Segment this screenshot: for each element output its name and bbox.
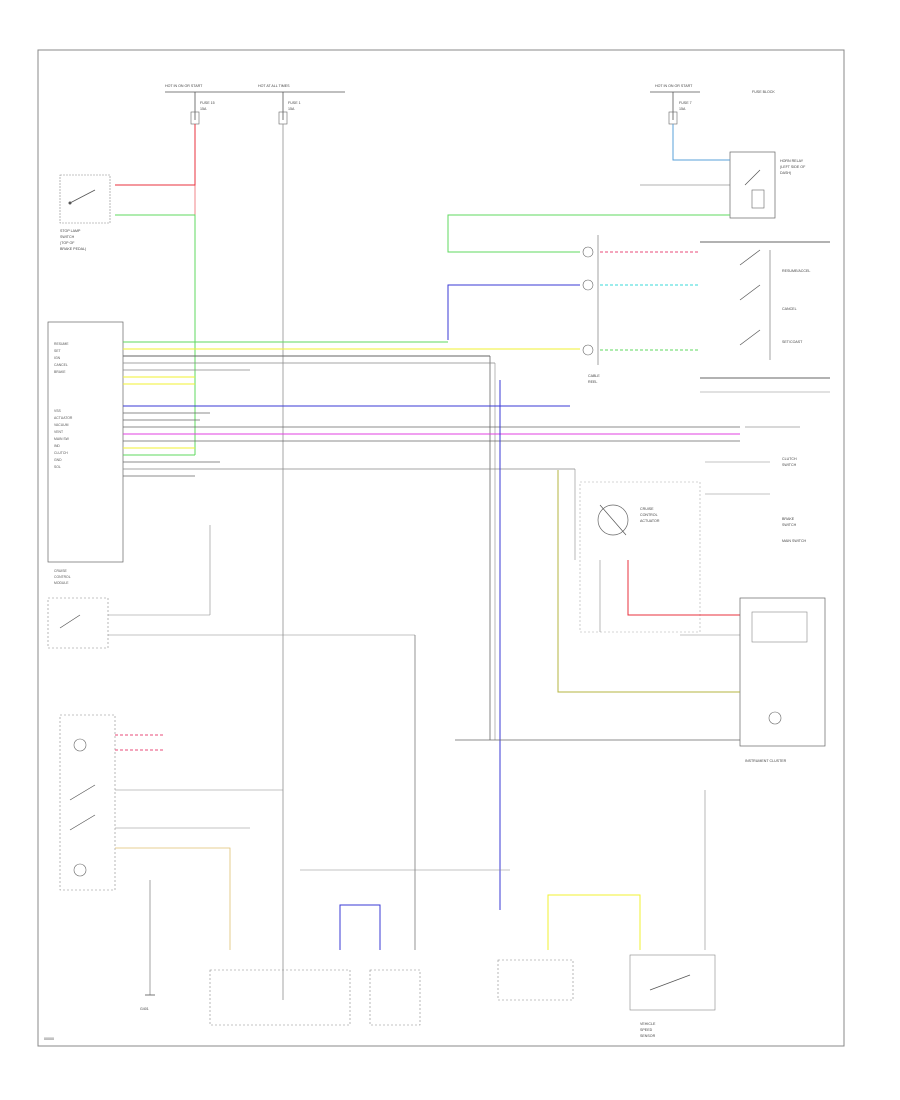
svg-text:CANCEL: CANCEL — [782, 307, 797, 311]
svg-text:GND: GND — [54, 458, 62, 462]
module-wires — [123, 341, 740, 740]
bottom-connectors: VEHICLE SPEED SENSOR G401 — [140, 790, 716, 1038]
right-switches: CLUTCH SWITCH BRAKE SWITCH — [705, 426, 800, 527]
main-switch-left — [47, 525, 416, 950]
fuse-15-amp: 15A — [200, 107, 207, 111]
svg-text:G401: G401 — [140, 1007, 149, 1011]
red-wire-stop-lamp — [115, 124, 196, 215]
cable-reel: CABLE REEL — [582, 235, 600, 384]
cruise-control-actuator: CRUISE CONTROL ACTUATOR MAIN SWITCH — [579, 481, 807, 633]
svg-text:CONTROL: CONTROL — [54, 575, 71, 579]
fuse-15-label: FUSE 15 — [200, 101, 215, 105]
hot-run-label: HOT IN ON OR START — [165, 84, 203, 88]
svg-text:IGN: IGN — [54, 356, 61, 360]
fuse-block-label: FUSE BLOCK — [752, 90, 775, 94]
svg-text:SWITCH: SWITCH — [782, 463, 797, 467]
green-wire-horn — [447, 214, 730, 253]
fuse-7-label: FUSE 7 — [679, 101, 692, 105]
svg-text:CRUISE: CRUISE — [640, 507, 654, 511]
svg-text:SOL: SOL — [54, 465, 61, 469]
svg-text:VENT: VENT — [54, 430, 63, 434]
svg-text:(LEFT SIDE OF: (LEFT SIDE OF — [780, 165, 806, 169]
svg-text:SWITCH: SWITCH — [60, 235, 75, 239]
svg-text:HORN RELAY: HORN RELAY — [780, 159, 804, 163]
svg-text:RESUME/ACCEL: RESUME/ACCEL — [782, 269, 810, 273]
combination-switch — [59, 714, 283, 950]
svg-text:CRUISE: CRUISE — [54, 569, 68, 573]
svg-text:BRAKE: BRAKE — [54, 370, 66, 374]
svg-text:CANCEL: CANCEL — [54, 363, 68, 367]
svg-text:BRAKE PEDAL): BRAKE PEDAL) — [60, 247, 86, 251]
svg-text:(TOP OF: (TOP OF — [60, 241, 75, 245]
svg-text:CABLE: CABLE — [588, 374, 600, 378]
svg-text:SENSOR: SENSOR — [640, 1034, 656, 1038]
svg-text:CONTROL: CONTROL — [640, 513, 658, 517]
fuse-1-label: FUSE 1 — [288, 101, 301, 105]
fuse-7-amp: 15A — [679, 107, 686, 111]
svg-text:SPEED: SPEED — [640, 1028, 653, 1032]
power-rail: HOT IN ON OR START HOT AT ALL TIMES HOT … — [165, 84, 775, 125]
svg-text:BRAKE: BRAKE — [782, 517, 795, 521]
red-wire-actuator — [627, 560, 740, 616]
diagram-border — [37, 49, 845, 1047]
svg-text:INSTRUMENT CLUSTER: INSTRUMENT CLUSTER — [745, 759, 787, 763]
fuse-1-amp: 15A — [288, 107, 295, 111]
cruise-control-module: RESUME SET IGN CANCEL BRAKE VSS ACTUATOR… — [47, 321, 124, 585]
svg-text:SET/COAST: SET/COAST — [782, 340, 803, 344]
hot-run-right-label: HOT IN ON OR START — [655, 84, 693, 88]
svg-text:STOP LAMP: STOP LAMP — [60, 229, 81, 233]
svg-text:VACUUM: VACUUM — [54, 423, 69, 427]
lightblue-wire-horn — [672, 124, 730, 161]
green-wire-brake — [115, 214, 196, 455]
svg-text:MODULE: MODULE — [54, 581, 69, 585]
svg-text:CLUTCH: CLUTCH — [782, 457, 797, 461]
svg-text:SET: SET — [54, 349, 61, 353]
svg-text:RESUME: RESUME — [54, 342, 69, 346]
svg-text:DASH): DASH) — [780, 171, 791, 175]
stop-lamp-switch: STOP LAMP SWITCH (TOP OF BRAKE PEDAL) — [59, 174, 111, 251]
svg-text:VSS: VSS — [54, 409, 62, 413]
svg-text:CLUTCH: CLUTCH — [54, 451, 68, 455]
svg-text:IND: IND — [54, 444, 60, 448]
svg-text:ACTUATOR: ACTUATOR — [640, 519, 660, 523]
blue-wire-cancel — [447, 284, 580, 340]
hot-all-times-label: HOT AT ALL TIMES — [258, 84, 290, 88]
cruise-control-switches: RESUME/ACCEL CANCEL SET/COAST — [700, 241, 830, 360]
svg-text:MAIN SWITCH: MAIN SWITCH — [782, 539, 807, 543]
diagram-code: 00000 — [44, 1037, 54, 1041]
svg-text:SWITCH: SWITCH — [782, 523, 797, 527]
svg-text:REEL: REEL — [588, 380, 597, 384]
horn-relay: HORN RELAY (LEFT SIDE OF DASH) — [729, 151, 806, 219]
svg-text:VEHICLE: VEHICLE — [640, 1022, 656, 1026]
svg-text:MAIN SW: MAIN SW — [54, 437, 70, 441]
olive-wire-indicator — [557, 470, 740, 693]
svg-text:ACTUATOR: ACTUATOR — [54, 416, 73, 420]
instrument-cluster: INSTRUMENT CLUSTER — [739, 597, 826, 763]
